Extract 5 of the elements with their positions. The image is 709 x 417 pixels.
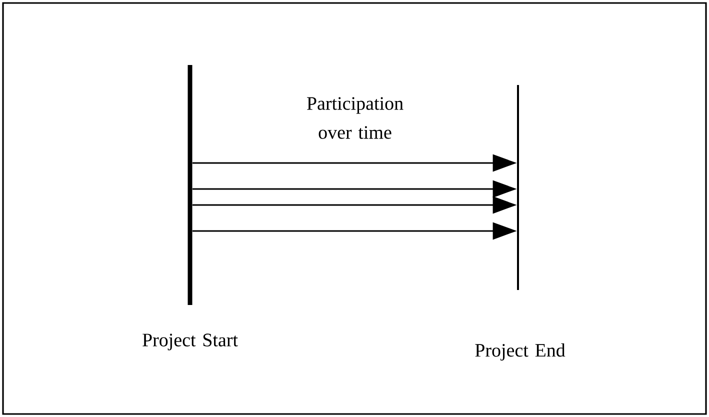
bar-caption: Project Start — [142, 334, 238, 350]
chart-label: Participation over time — [307, 97, 404, 139]
bar-caption: Project End — [475, 343, 566, 361]
timeline-bar — [188, 65, 192, 305]
timeline-bar — [517, 85, 519, 290]
